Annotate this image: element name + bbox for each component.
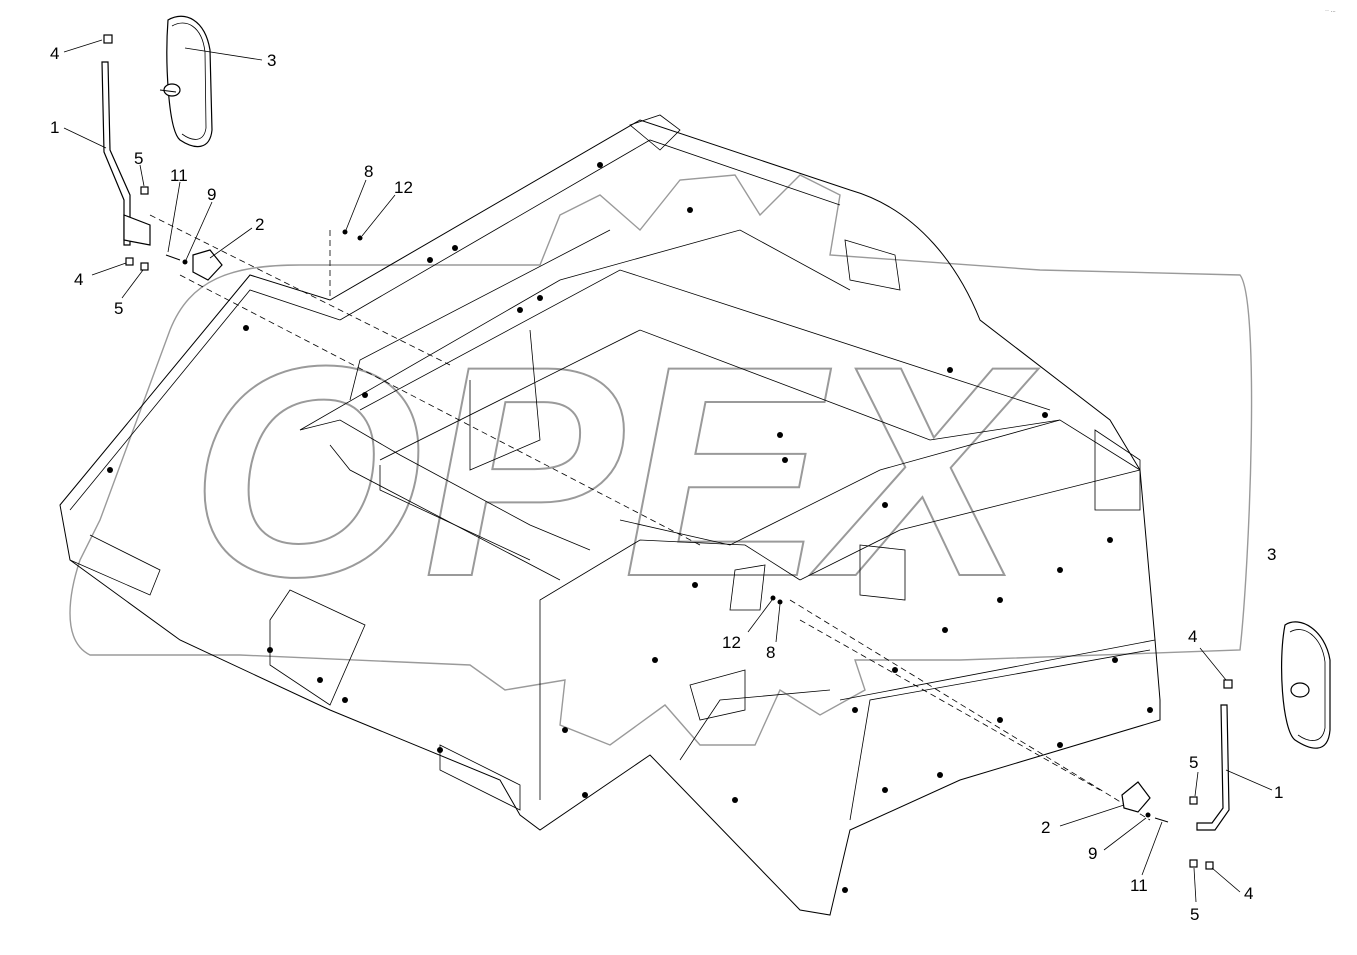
- mirror-assembly-left: [101, 15, 363, 281]
- callout-8: 8: [766, 643, 775, 662]
- nut-top-left: [103, 34, 113, 44]
- callout-12: 12: [394, 178, 413, 197]
- callout-11: 11: [1130, 876, 1148, 895]
- watermark-gear: [69, 174, 1253, 746]
- callout-9: 9: [207, 185, 216, 204]
- callout-2: 2: [1041, 818, 1050, 837]
- mirror-arm-left: [101, 61, 131, 246]
- watermark-text: OPEX: [190, 303, 1039, 639]
- bracket-left: [192, 249, 223, 281]
- machine-frame: [59, 114, 1161, 916]
- mirror-arm-right: [1196, 704, 1230, 831]
- callout-2: 2: [255, 215, 264, 234]
- callout-1: 1: [1274, 783, 1283, 802]
- callout-5: 5: [114, 299, 123, 318]
- mirror-mount-right: [1290, 682, 1310, 698]
- callout-5: 5: [134, 149, 143, 168]
- callout-labels: 4 3 1 5 11 9 2 8 12 4 5 3 4 5 1 2 9 11 5…: [50, 44, 1283, 924]
- callout-4: 4: [1244, 884, 1253, 903]
- callout-8: 8: [364, 162, 373, 181]
- fastener-dots: [107, 162, 1153, 893]
- callout-5: 5: [1190, 905, 1199, 924]
- corner-mark: ·· ...: [1325, 8, 1336, 14]
- leader-lines: [63, 39, 1273, 903]
- callout-4: 4: [74, 270, 83, 289]
- callout-3: 3: [1267, 545, 1276, 564]
- callout-3: 3: [267, 51, 276, 70]
- callout-4: 4: [1188, 627, 1197, 646]
- mirror-mount-left: [163, 83, 181, 97]
- callout-1: 1: [50, 118, 59, 137]
- callout-9: 9: [1088, 844, 1097, 863]
- callout-11: 11: [170, 166, 188, 185]
- callout-5: 5: [1189, 753, 1198, 772]
- nut-top-right: [1223, 679, 1233, 689]
- callout-4: 4: [50, 44, 59, 63]
- callout-12: 12: [722, 633, 741, 652]
- bracket-right: [1121, 781, 1151, 813]
- mirror-glass-left: [166, 15, 213, 148]
- mirror-assembly-right: [770, 595, 1331, 870]
